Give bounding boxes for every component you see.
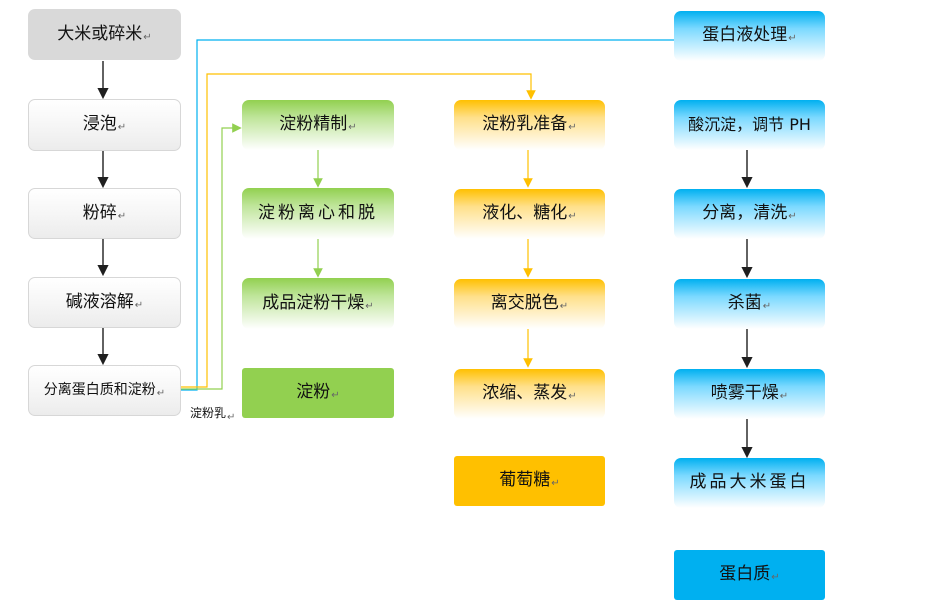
node-spray-dry: 喷雾干燥↵ (674, 369, 825, 419)
paragraph-mark-icon: ↵ (568, 391, 577, 403)
paragraph-mark-icon: ↵ (762, 301, 772, 313)
node-separate-wash-label: 分离，清洗 (702, 203, 788, 224)
paragraph-mark-icon: ↵ (365, 300, 374, 312)
node-crush-label: 粉碎 (82, 202, 117, 223)
connector-glucose (180, 73, 536, 388)
node-soak-label: 浸泡 (82, 114, 117, 135)
node-protein-label: 蛋白质 (719, 564, 771, 585)
node-starch-label: 淀粉 (296, 382, 331, 403)
paragraph-mark-icon: ↵ (117, 122, 127, 134)
paragraph-mark-icon: ↵ (771, 572, 780, 584)
paragraph-mark-icon: ↵ (568, 122, 577, 134)
node-sterilize: 杀菌↵ (674, 279, 825, 329)
paragraph-mark-icon: ↵ (348, 122, 357, 134)
paragraph-mark-icon: ↵ (331, 390, 340, 402)
node-sterilize-label: 杀菌 (727, 293, 762, 314)
node-raw-rice: 大米或碎米↵ (28, 9, 181, 60)
node-acid-precipitate: 酸沉淀，调节 PH (674, 100, 825, 150)
paragraph-mark-icon: ↵ (788, 211, 797, 223)
node-starch-milk-prep-label: 淀粉乳准备 (482, 114, 568, 135)
node-starch-centrifuge: 淀粉离心和脱 (242, 188, 394, 239)
node-acid-precipitate-label: 酸沉淀，调节 PH (688, 114, 811, 134)
paragraph-mark-icon: ↵ (559, 301, 569, 313)
connector-label-text: 淀粉乳 (190, 406, 227, 420)
node-raw-rice-label: 大米或碎米 (57, 23, 143, 44)
node-rice-protein-product: 成品大米蛋白 (674, 458, 825, 508)
node-ion-exchange: 离交脱色↵ (454, 279, 605, 329)
node-separate: 分离蛋白质和淀粉↵ (28, 365, 181, 416)
paragraph-mark-icon: ↵ (156, 387, 166, 399)
connector-label-starch-milk: 淀粉乳↵ (190, 404, 236, 423)
paragraph-mark-icon: ↵ (143, 31, 152, 43)
node-concentrate-label: 浓缩、蒸发 (482, 383, 568, 404)
node-protein-liquid-label: 蛋白液处理 (702, 25, 788, 46)
paragraph-mark-icon: ↵ (227, 412, 236, 423)
node-glucose-label: 葡萄糖 (499, 470, 551, 491)
paragraph-mark-icon: ↵ (779, 391, 789, 403)
node-starch: 淀粉↵ (242, 368, 394, 418)
node-soak: 浸泡↵ (28, 99, 181, 151)
connector-starch (180, 123, 242, 390)
node-liquefy-saccharify-label: 液化、糖化 (482, 203, 568, 224)
paragraph-mark-icon: ↵ (134, 299, 144, 311)
node-liquefy-saccharify: 液化、糖化↵ (454, 189, 605, 239)
node-starch-refine-label: 淀粉精制 (279, 114, 348, 135)
paragraph-mark-icon: ↵ (788, 33, 797, 45)
node-separate-label: 分离蛋白质和淀粉 (43, 382, 156, 399)
node-starch-refine: 淀粉精制↵ (242, 100, 394, 150)
node-separate-wash: 分离，清洗↵ (674, 189, 825, 239)
node-ion-exchange-label: 离交脱色 (490, 293, 559, 314)
node-starch-centrifuge-label: 淀粉离心和脱 (258, 202, 378, 223)
node-concentrate: 浓缩、蒸发↵ (454, 369, 605, 419)
node-crush: 粉碎↵ (28, 188, 181, 239)
node-rice-protein-product-label: 成品大米蛋白 (689, 472, 810, 493)
paragraph-mark-icon: ↵ (117, 210, 127, 222)
node-spray-dry-label: 喷雾干燥 (710, 383, 779, 404)
paragraph-mark-icon: ↵ (551, 478, 560, 490)
paragraph-mark-icon: ↵ (568, 211, 577, 223)
node-protein-liquid: 蛋白液处理↵ (674, 11, 825, 61)
node-alkali-dissolve-label: 碱液溶解 (65, 291, 134, 312)
node-protein: 蛋白质↵ (674, 550, 825, 600)
node-starch-dry: 成品淀粉干燥↵ (242, 278, 394, 329)
connector-protein (180, 39, 674, 391)
node-starch-dry-label: 成品淀粉干燥 (262, 292, 365, 313)
node-starch-milk-prep: 淀粉乳准备↵ (454, 100, 605, 150)
node-alkali-dissolve: 碱液溶解↵ (28, 277, 181, 328)
node-glucose: 葡萄糖↵ (454, 456, 605, 506)
